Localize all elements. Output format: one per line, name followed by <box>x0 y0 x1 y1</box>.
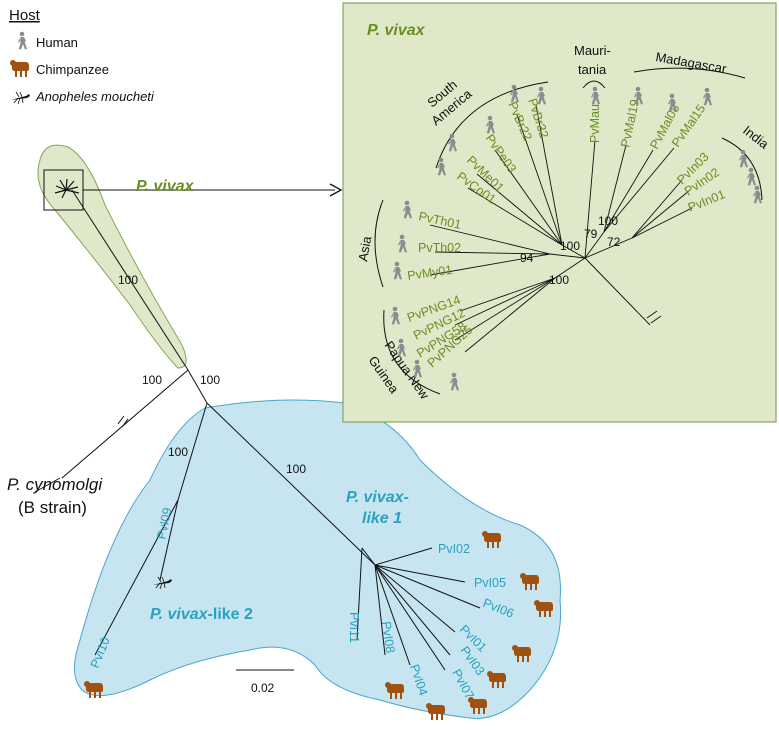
legend-chimpanzee-label: Chimpanzee <box>36 62 109 77</box>
tip-pvi02: PvI02 <box>438 542 470 556</box>
bootstrap-pvl1: 100 <box>286 462 306 476</box>
vivax-like-clade-shape <box>74 399 562 719</box>
pvl2-label-italic: P. vivax <box>150 606 209 623</box>
cynomolgi-label: P. cynomolgi <box>7 475 103 494</box>
tip-pvi11: PvI11 <box>347 612 361 643</box>
mosquito-icon <box>10 91 31 105</box>
bootstrap-right-node: 100 <box>200 373 220 387</box>
scale-bar-label: 0.02 <box>251 681 275 695</box>
pvl1-label-line1: P. vivax- <box>346 489 409 506</box>
chimpanzee-icon <box>10 60 29 77</box>
region-mauritania-1: Mauri- <box>574 43 611 58</box>
pvl2-label: P. vivax-like 2 <box>150 606 253 623</box>
inset-tree <box>429 104 693 353</box>
tip-pvmau: PvMau <box>588 104 602 143</box>
inset-bootstrap-mal: 100 <box>598 214 618 228</box>
bootstrap-vivax: 100 <box>118 273 138 287</box>
tip-pvi05: PvI05 <box>474 576 506 590</box>
legend-mosquito-label: Anopheles moucheti <box>35 89 155 104</box>
inset-bootstrap-india: 72 <box>607 235 621 249</box>
tip-pvmy01: PvMy01 <box>406 263 453 283</box>
host-legend: Host Human Chimpanzee Anopheles moucheti <box>9 7 155 105</box>
inset-title: P. vivax <box>367 22 426 39</box>
cynomolgi-strain-label: (B strain) <box>18 498 87 517</box>
inset-bootstrap-sa: 100 <box>560 239 580 253</box>
region-mauritania-2: tania <box>578 62 607 77</box>
chimpanzee-icon <box>426 703 445 720</box>
main-tree <box>34 189 481 671</box>
region-brackets <box>374 67 763 395</box>
tip-pvi09: PvI09 <box>154 506 174 540</box>
vivax-clade-label: P. vivax <box>136 178 195 195</box>
vivax-inset: P. vivax <box>342 2 777 423</box>
zoom-arrowhead <box>329 183 343 197</box>
legend-title: Host <box>9 7 41 24</box>
pvl2-label-rest: -like 2 <box>208 606 253 623</box>
vivax-clade-shape <box>37 144 187 369</box>
inset-panel <box>342 2 777 423</box>
legend-human-label: Human <box>36 35 78 50</box>
region-asia: Asia <box>355 234 374 262</box>
tip-pvi08: PvI08 <box>379 620 397 654</box>
inset-bootstrap-mau: 79 <box>584 227 598 241</box>
vivax-star-tree <box>54 178 80 199</box>
human-icon <box>18 31 27 50</box>
pvl1-label-line2: like 1 <box>362 510 402 527</box>
tip-pvth02: PvTh02 <box>418 241 461 255</box>
bootstrap-pvl2: 100 <box>168 445 188 459</box>
inset-bootstrap-png: 100 <box>549 273 569 287</box>
bootstrap-left-node: 100 <box>142 373 162 387</box>
inset-bootstrap-asia: 94 <box>520 251 534 265</box>
